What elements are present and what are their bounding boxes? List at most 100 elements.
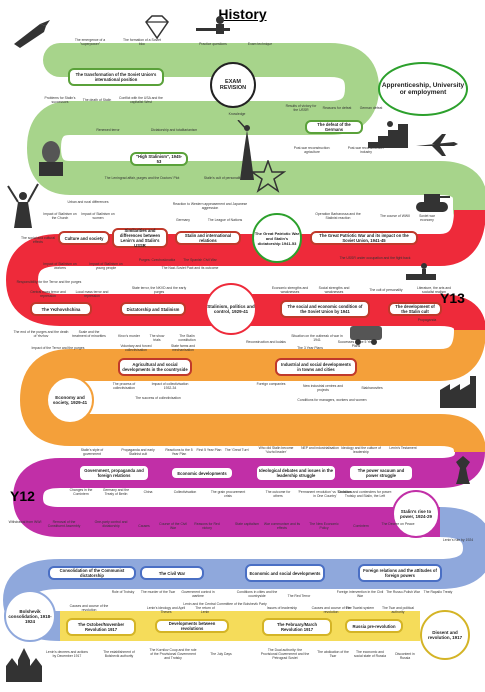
note: Lenin and the Central Committee of the B… xyxy=(183,602,267,606)
note: Impact of the Terror and the purges xyxy=(31,346,85,350)
box-agricultural: Agricultural and social developments in … xyxy=(118,358,192,376)
box-impact-ww: The Great Patriotic War and its impact o… xyxy=(310,231,418,245)
box-foreign-rel: Foreign relations and the attitudes of f… xyxy=(358,564,442,582)
note: The social and cultural effects xyxy=(21,236,55,245)
note: Kirov's murder xyxy=(118,334,140,338)
note: Collectivisation xyxy=(173,490,197,494)
note: The New Economic Policy xyxy=(309,522,339,531)
stalinism-circle: Stalinism, politics and control, 1929-41 xyxy=(205,283,257,335)
note: The Tsarist system xyxy=(345,606,375,610)
note: The Rapallo Treaty xyxy=(423,590,453,594)
note: Knowledge xyxy=(228,112,246,116)
note: The Decree on Peace xyxy=(381,522,415,526)
dissent-circle: Dissent and revolution, 1917 xyxy=(420,610,470,660)
box-econ-social: Economic and social developments xyxy=(245,564,325,582)
note: Literature, the arts and socialist reali… xyxy=(416,286,452,295)
box-high-stalinism: "High Stalinism", 1945-53 xyxy=(130,152,188,166)
note: Results of victory for the USSR xyxy=(285,104,317,113)
note: Reasons for defeat xyxy=(322,106,352,110)
note: Purges: Czechoslovakia xyxy=(138,258,176,262)
note: First 5 Year Plan xyxy=(196,448,222,452)
note: Conditions in cities and the countryside xyxy=(236,590,278,599)
note: Situation on the outbreak of war in 1941 xyxy=(291,334,343,343)
economy-circle: Economy and society, 1929-41 xyxy=(46,376,94,424)
note: Issues of leadership xyxy=(266,606,298,610)
note: Responsibility for the Terror and the pu… xyxy=(16,280,82,284)
diamond-icon xyxy=(145,15,169,40)
box-power-vacuum: The power vacuum and power struggle xyxy=(348,464,414,482)
note: The Kornilov Coup and the role of the Pr… xyxy=(149,648,197,661)
box-culture: Culture and society xyxy=(58,231,110,245)
road-orange xyxy=(19,329,485,454)
note: The Leningrad affair, purges and the Doc… xyxy=(104,176,180,180)
note: Renewed terror xyxy=(96,128,120,132)
note: One-party control and dictatorship xyxy=(94,520,128,529)
note: Reconstruction and kulaks xyxy=(246,340,286,344)
page-title: History xyxy=(218,6,267,22)
chess-piece-icon xyxy=(456,456,470,484)
note: Stakhanovites xyxy=(361,386,383,390)
box-ideological: Ideological debates and issues in the le… xyxy=(255,464,337,482)
note: Who did Stalin become 'Vozhd leader' xyxy=(258,446,294,455)
road-red xyxy=(5,209,485,332)
note: Foreign companies xyxy=(256,382,286,386)
rise-to-power-circle: Stalin's rise to power, 1924-29 xyxy=(392,490,440,538)
box-consolidation: Consolidation of the Communist dictators… xyxy=(48,566,136,580)
note: The formation of a Soviet bloc xyxy=(123,38,161,47)
note: The Russo-Polish War xyxy=(386,590,420,594)
note: The Spanish Civil War xyxy=(183,258,217,262)
note: Withdrawal from WWI xyxy=(8,520,42,524)
note: Conditions for managers, workers and wom… xyxy=(297,398,367,402)
year-12-label: Y12 xyxy=(10,488,35,504)
note: Comintern xyxy=(353,524,369,528)
note: Local mass terror and repression xyxy=(75,290,109,299)
note: The Dual authority: the Provisional Gove… xyxy=(260,648,310,661)
box-social-economic: The social and economic condition of the… xyxy=(280,300,370,318)
stairs-climber-icon xyxy=(368,121,408,148)
box-govt-propaganda: Government, propaganda and foreign relat… xyxy=(78,464,150,482)
note: The Tsar and political authority xyxy=(382,606,414,615)
note: China xyxy=(143,490,153,494)
note: New industrial centres and projects xyxy=(303,384,343,393)
note: Dictatorship and totalitarianism xyxy=(150,128,198,132)
note: Reaction to Western appeasement and Japa… xyxy=(172,202,248,211)
note: Changes in the Comintern xyxy=(69,488,93,497)
bolshevik-circle: Bolshevik consolidation, 1918-1924 xyxy=(4,590,56,642)
note: Causes xyxy=(138,524,150,528)
note: Reasons for Red victory xyxy=(194,522,220,531)
person-at-desk-icon xyxy=(196,16,230,34)
note: The death of Stalin xyxy=(82,98,112,102)
note: The process of collectivisation xyxy=(112,382,136,391)
gpw-circle: The Great Patriotic War and Stalin's dic… xyxy=(252,213,302,263)
apprenticeship-circle: Apprenticeship, University or employment xyxy=(378,62,468,116)
note: State farms and mechanisation xyxy=(171,344,195,353)
note: Lenin's decrees and actions by December … xyxy=(46,650,88,659)
note: Impact of Stalinism on the Church xyxy=(43,212,77,221)
note: Problems for Stalin's successors xyxy=(44,96,76,105)
note: Impact of Stalinism on young people xyxy=(89,262,123,271)
note: The Nazi-Soviet Pact and its outcome xyxy=(161,266,219,270)
note: 'Permanent revolution' vs 'Socialism in … xyxy=(298,490,352,499)
note: War communism and its effects xyxy=(263,522,301,531)
tank-icon xyxy=(416,194,450,212)
note: Discontent in Russia xyxy=(395,652,415,661)
motherland-statue-icon xyxy=(237,120,254,180)
note: Scale and the treatment of minorities xyxy=(72,330,106,339)
note: State terror, the NKVD and the early pur… xyxy=(131,286,187,295)
machinery-icon xyxy=(350,326,382,345)
year-13-label: Y13 xyxy=(440,290,465,306)
box-econ-dev: Economic developments xyxy=(170,466,234,480)
box-russia-eve: Russia pre-revolution xyxy=(345,619,403,633)
box-defeat-germans: The defeat of the Germans xyxy=(305,120,363,134)
note: Post-war reconstruction: industry xyxy=(347,146,385,155)
note: Role of Trotsky xyxy=(111,590,135,594)
note: Operation Barbarossa and the Stalinist r… xyxy=(315,212,361,221)
box-transformation: The transformation of the Soviet Union's… xyxy=(68,68,164,86)
hammer-sickle-star-icon xyxy=(250,160,286,193)
note: The establishment of Bolshevik authority xyxy=(103,650,135,659)
note: The Red Terror xyxy=(287,594,311,598)
box-cult: The development of the Stalin cult xyxy=(388,302,442,316)
box-october: The October/November Revolution 1917 xyxy=(66,618,136,636)
note: Lenin's Testament xyxy=(389,446,417,450)
note: The economic and social state of Russia xyxy=(353,650,387,659)
